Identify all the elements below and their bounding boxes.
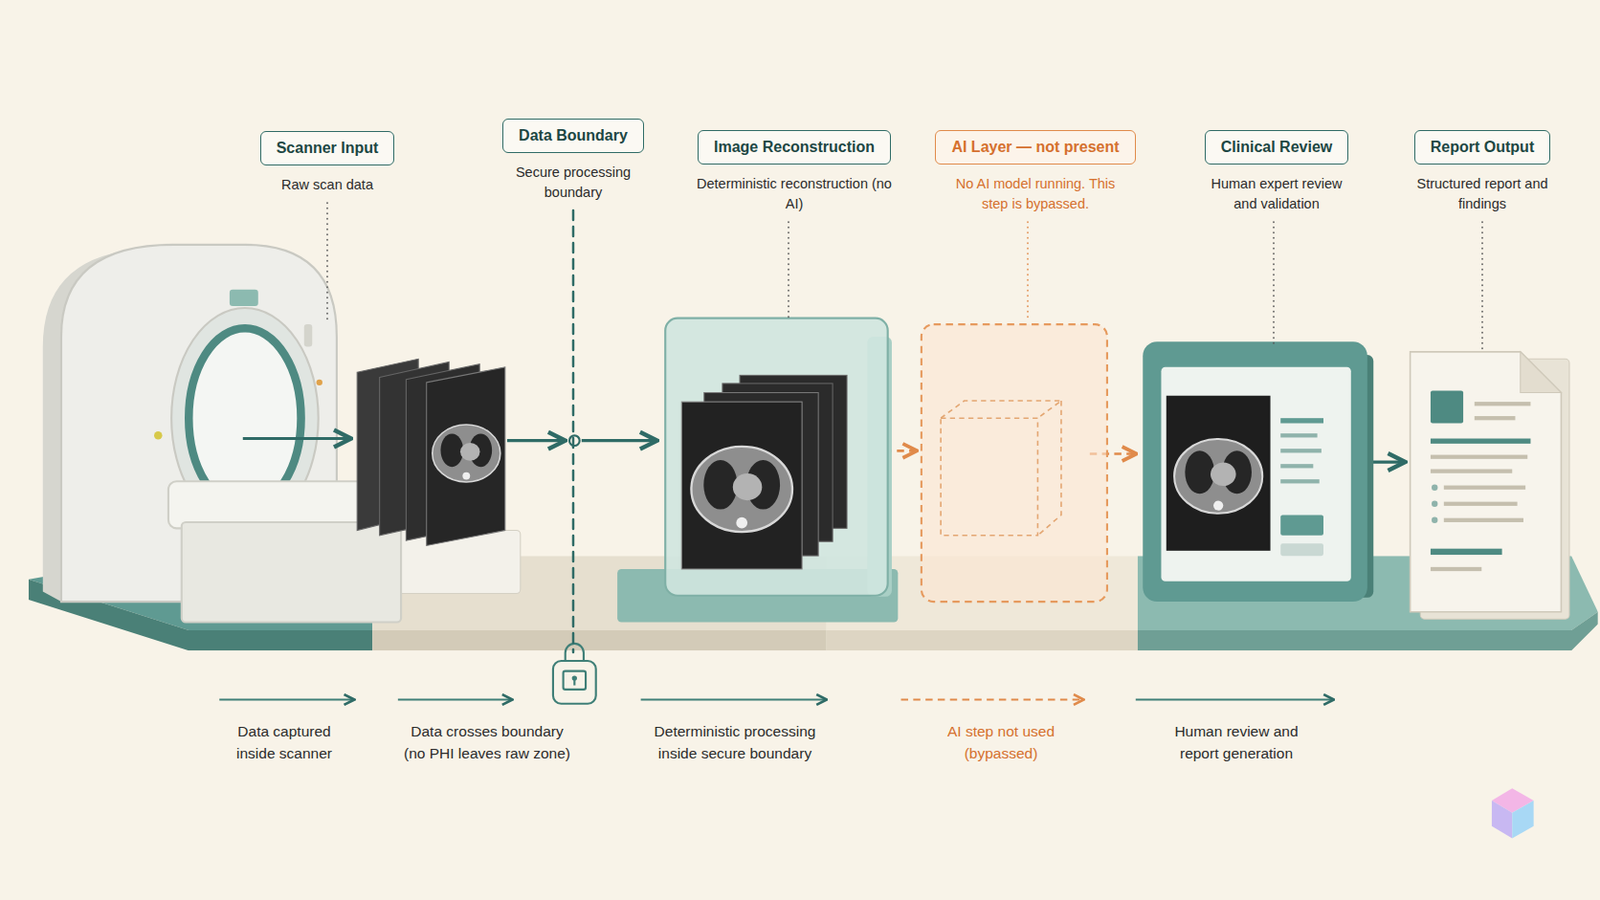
report-document-part — [1430, 455, 1528, 460]
reconstruction-box-part — [665, 318, 888, 597]
stage-description: Secure processing boundary — [504, 162, 644, 203]
ct-scanner-part — [154, 431, 163, 441]
reconstruction-box-part — [681, 401, 802, 570]
flow-caption: AI step not used (bypassed) — [936, 720, 1067, 765]
report-document-part — [1430, 390, 1464, 423]
flow-caption: Deterministic processing inside secure b… — [643, 720, 827, 765]
flow-arrows-part — [581, 439, 656, 443]
flow-arrows-part — [569, 435, 580, 446]
stage-description: Structured report and findings — [1415, 174, 1550, 215]
ct-scanner-part — [229, 289, 259, 307]
report-document-part — [1431, 484, 1438, 490]
review-monitor-part — [1280, 479, 1320, 484]
report-document-part — [1474, 401, 1532, 406]
caption-arrows — [219, 699, 1333, 701]
stage-node: Image ReconstructionDeterministic recons… — [660, 130, 929, 215]
stage-node: Report OutputStructured report and findi… — [1348, 130, 1600, 215]
ct-scanner — [43, 244, 521, 623]
boundary-line — [572, 210, 576, 653]
report-document-part — [1520, 352, 1562, 394]
leader-line — [1026, 222, 1029, 320]
stage-node: AI Layer — not present No AI model runnin… — [901, 130, 1170, 215]
flow-caption: Data crosses boundary (no PHI leaves raw… — [399, 720, 577, 765]
caption-arrows-part — [398, 699, 512, 702]
stage-description: Deterministic reconstruction (no AI) — [696, 174, 893, 215]
ai-layer-placeholder-part — [940, 400, 1062, 419]
raw-slices-part — [426, 367, 506, 547]
ct-scanner-part — [181, 522, 401, 623]
ai-layer-placeholder — [921, 324, 1108, 602]
stage-title: Image Reconstruction — [697, 130, 891, 165]
review-monitor-part — [1280, 433, 1317, 438]
flow-arrows-part — [507, 439, 564, 443]
report-document-part — [1444, 518, 1524, 523]
boundary-lock — [553, 644, 597, 705]
ai-layer-placeholder-part — [1037, 400, 1062, 536]
stage-node: Scanner InputRaw scan data — [193, 131, 462, 196]
stage-description: Raw scan data — [255, 175, 400, 196]
stage-node: Data BoundarySecure processing boundary — [439, 118, 708, 203]
boundary-lock-part — [573, 679, 576, 686]
boundary-lock-part — [553, 661, 597, 705]
stage-title: Data Boundary — [502, 118, 645, 154]
review-monitor-part — [1160, 367, 1351, 582]
report-document-part — [1430, 567, 1482, 572]
stage-description: Human expert review and validation — [1198, 174, 1356, 215]
report-document-part — [1474, 416, 1516, 421]
caption-arrows-part — [1135, 699, 1334, 702]
stage-title: AI Layer — not present — [934, 130, 1135, 165]
report-document-part — [1444, 486, 1526, 490]
review-monitor-part — [1280, 514, 1324, 535]
reconstruction-box-part — [690, 446, 793, 533]
review-monitor — [1142, 341, 1374, 602]
logo-mark — [1491, 788, 1534, 839]
ct-scanner-part — [243, 437, 350, 441]
stage-node: Clinical ReviewHuman expert review and v… — [1142, 130, 1411, 215]
ct-scanner-part — [304, 324, 313, 347]
stage-title: Report Output — [1414, 130, 1551, 165]
ct-scanner-part — [316, 379, 323, 386]
raw-slices — [356, 358, 506, 546]
leader-line — [1272, 222, 1275, 345]
stage-description: No AI model running. This step is bypass… — [950, 174, 1121, 215]
boundary-lock-part — [565, 644, 584, 662]
report-document-part — [1444, 502, 1518, 507]
leader-line — [787, 222, 790, 319]
review-monitor-part — [1142, 341, 1368, 602]
report-document-part — [1410, 352, 1562, 613]
stage-title: Clinical Review — [1204, 130, 1350, 165]
report-document-part — [1431, 517, 1438, 524]
report-document-part — [1430, 439, 1531, 445]
caption-arrows-part — [901, 699, 1084, 702]
leader-line — [326, 202, 329, 322]
leader-line — [1481, 222, 1484, 353]
boundary-lock-part — [563, 671, 586, 690]
flow-caption: Human review and report generation — [1164, 720, 1309, 765]
review-monitor-part — [1280, 448, 1322, 453]
review-monitor-part — [1280, 543, 1324, 556]
ai-layer-placeholder-part — [940, 418, 1038, 536]
flow-caption: Data captured inside scanner — [222, 720, 347, 765]
ai-layer-placeholder-part — [921, 324, 1108, 602]
reconstruction-box — [617, 318, 898, 623]
stage-title: Scanner Input — [260, 131, 396, 166]
report-document — [1410, 352, 1570, 620]
review-monitor-part — [1174, 439, 1263, 514]
logo-mark-part — [1511, 800, 1534, 839]
report-document-part — [1431, 501, 1438, 508]
raw-slices-part — [432, 424, 501, 483]
caption-arrows-part — [219, 699, 354, 702]
report-document-part — [1430, 549, 1503, 556]
review-monitor-part — [1280, 464, 1313, 468]
report-document-part — [1430, 468, 1512, 473]
caption-arrows-part — [641, 699, 826, 702]
review-monitor-part — [1280, 418, 1324, 423]
review-monitor-part — [1166, 396, 1271, 552]
logo-mark-part — [1491, 800, 1512, 839]
